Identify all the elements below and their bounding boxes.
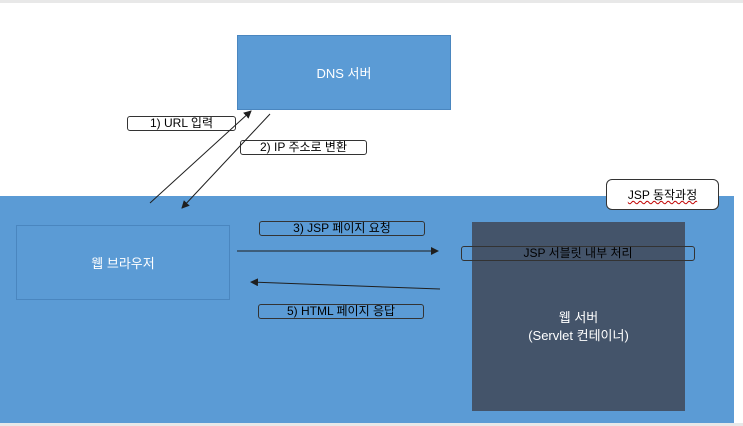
top-border xyxy=(0,0,743,3)
dns-server-label: DNS 서버 xyxy=(316,66,372,81)
step1-label: 1) URL 입력 xyxy=(127,116,236,131)
step3-label: 3) JSP 페이지 요청 xyxy=(259,221,425,236)
web-browser-box: 웹 브라우저 xyxy=(16,225,230,300)
web-server-box: 웹 서버 (Servlet 컨테이너) xyxy=(472,222,685,411)
internal-process-label: JSP 서블릿 내부 처리 xyxy=(461,246,695,261)
web-server-title: 웹 서버 xyxy=(558,309,599,325)
step2-label: 2) IP 주소로 변환 xyxy=(240,140,367,155)
title-badge: JSP 동작과정 xyxy=(606,179,719,210)
bottom-border xyxy=(0,423,743,426)
title-badge-text: JSP 동작과정 xyxy=(627,188,698,202)
dns-server-box: DNS 서버 xyxy=(237,35,451,110)
web-browser-label: 웹 브라우저 xyxy=(91,256,155,271)
arrow-response-to-browser xyxy=(250,278,441,290)
step5-label: 5) HTML 페이지 응답 xyxy=(258,304,424,319)
web-server-subtitle: (Servlet 컨테이너) xyxy=(528,327,629,343)
arrow-dns-to-browser xyxy=(181,113,271,209)
arrow-browser-to-dns xyxy=(149,110,252,204)
